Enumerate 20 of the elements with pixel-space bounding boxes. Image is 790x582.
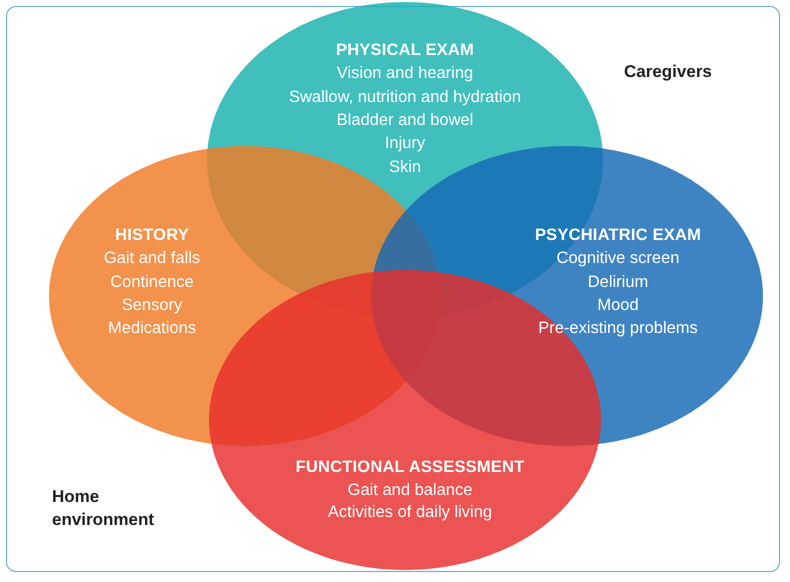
section-heading: FUNCTIONAL ASSESSMENT bbox=[296, 457, 524, 477]
list-item: Gait and falls bbox=[104, 248, 200, 268]
section-heading: PSYCHIATRIC EXAM bbox=[534, 225, 702, 245]
list-item: Medications bbox=[108, 318, 196, 338]
outer-label: Caregivers bbox=[624, 61, 712, 83]
list-item: Sensory bbox=[122, 294, 182, 315]
list-item: Cognitive screen bbox=[556, 248, 680, 268]
list-item: Continence bbox=[110, 272, 194, 292]
section-heading: PHYSICAL EXAM bbox=[336, 40, 474, 60]
list-item: Vision and hearing bbox=[336, 63, 474, 84]
list-item: Swallow, nutrition and hydration bbox=[288, 86, 522, 107]
list-item: Mood bbox=[597, 294, 639, 315]
list-item: Gait and balance bbox=[348, 480, 472, 500]
list-item: Delirium bbox=[588, 272, 648, 292]
outer-label: Home environment bbox=[52, 486, 156, 531]
list-item: Activities of daily living bbox=[328, 502, 492, 522]
section-heading: HISTORY bbox=[115, 225, 189, 245]
list-item: Skin bbox=[388, 156, 422, 176]
list-item: Injury bbox=[384, 133, 426, 154]
list-item: Bladder and bowel bbox=[336, 110, 474, 130]
